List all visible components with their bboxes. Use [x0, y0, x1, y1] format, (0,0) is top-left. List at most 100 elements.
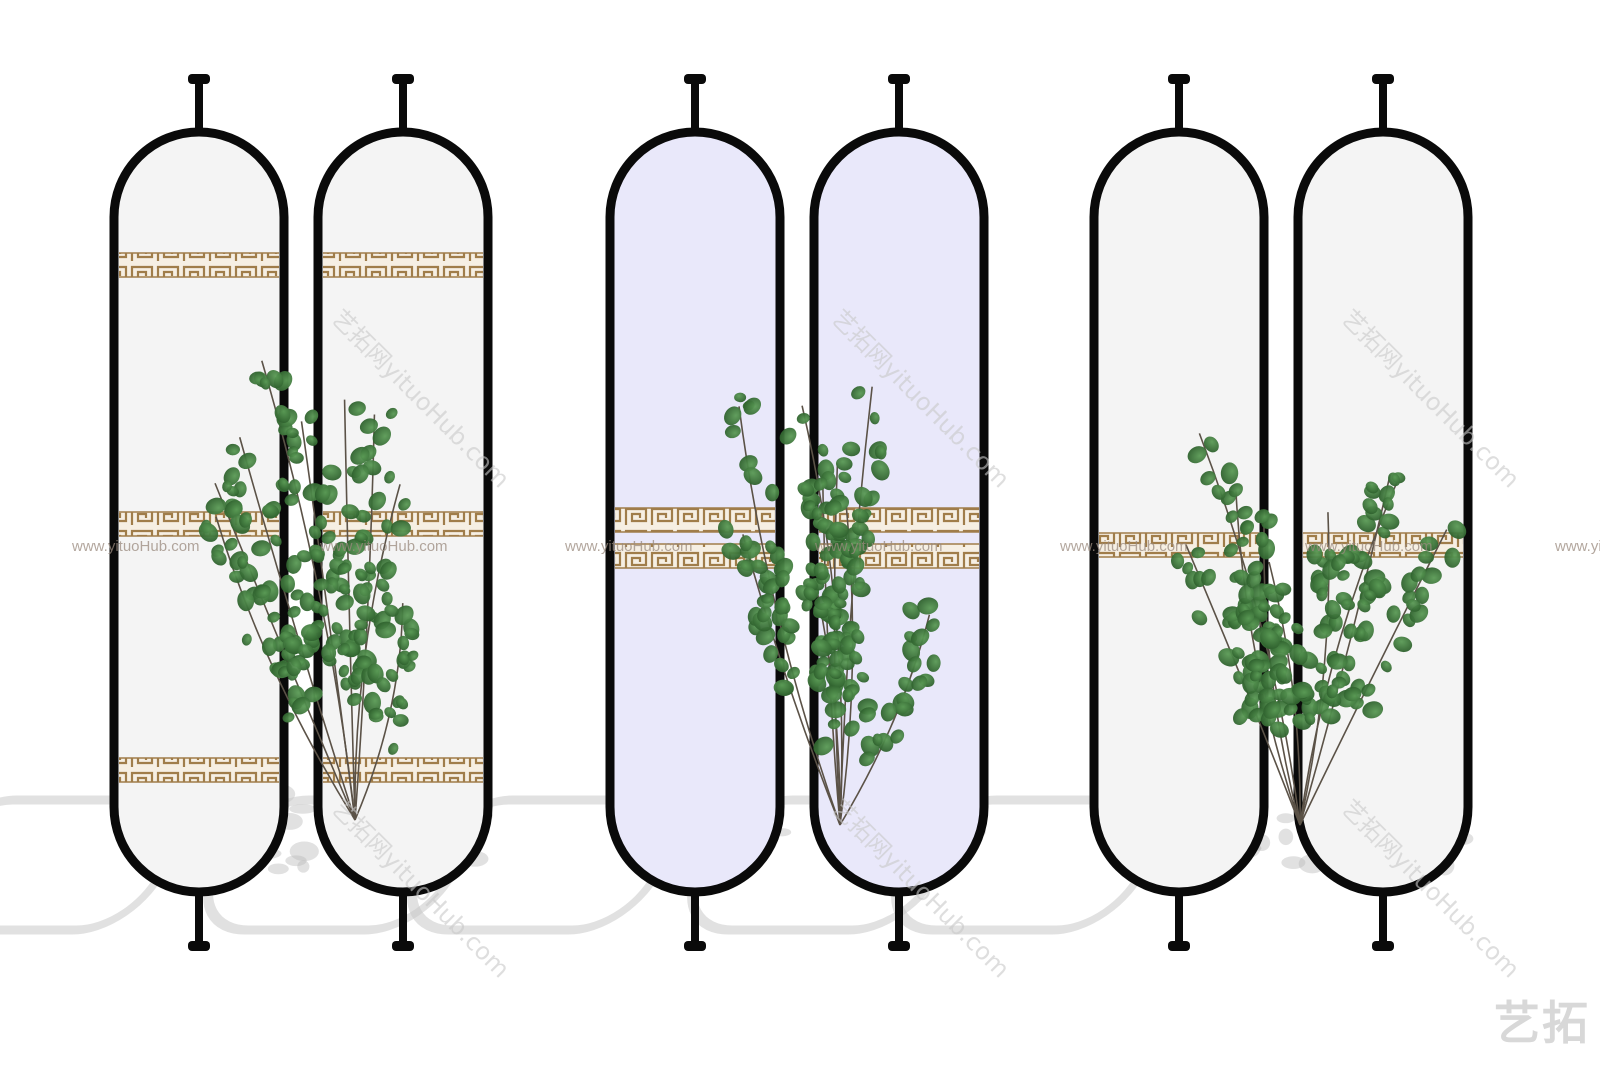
- leaf: [1238, 584, 1255, 605]
- fret-band: [323, 252, 483, 278]
- leaf: [390, 520, 411, 537]
- leaf: [322, 464, 342, 481]
- leaf: [1447, 520, 1467, 539]
- leaf: [803, 500, 816, 512]
- branch: [742, 534, 841, 826]
- leaf: [385, 669, 399, 682]
- leaf: [300, 624, 323, 642]
- leaf: [1365, 481, 1379, 494]
- leaf: [1228, 483, 1243, 498]
- leaf: [297, 644, 315, 659]
- fret-band: [819, 507, 979, 533]
- leaf: [1233, 708, 1249, 726]
- leaf: [1382, 497, 1394, 511]
- leaf: [314, 484, 331, 503]
- leaf: [318, 604, 329, 617]
- leaf: [1313, 623, 1333, 639]
- leaf: [821, 685, 843, 704]
- leaf: [325, 577, 339, 594]
- leaf: [251, 540, 271, 557]
- leaf: [1283, 703, 1298, 716]
- leaf: [350, 446, 370, 465]
- leaf: [773, 679, 794, 697]
- leaf: [1254, 509, 1270, 524]
- leaf: [835, 457, 853, 471]
- leaf: [880, 702, 897, 722]
- leaf: [345, 538, 366, 555]
- leaf: [1340, 598, 1355, 611]
- leaf: [890, 729, 905, 744]
- leaf: [1357, 599, 1371, 613]
- leaf: [1200, 471, 1216, 486]
- leaf-shadow: [289, 841, 319, 862]
- leaf: [385, 407, 398, 420]
- leaf: [1278, 612, 1291, 625]
- plant-right: [1171, 433, 1467, 826]
- leaf: [834, 598, 847, 609]
- leaf: [824, 701, 847, 719]
- leaf: [222, 480, 232, 493]
- leaf: [926, 654, 941, 672]
- leaf: [1415, 586, 1430, 605]
- leaf: [1233, 671, 1245, 685]
- leaf: [355, 509, 371, 523]
- leaf: [211, 549, 227, 566]
- leaf: [286, 657, 302, 677]
- leaf: [743, 467, 763, 485]
- leaf: [372, 426, 392, 446]
- leaf: [1236, 536, 1249, 547]
- leaf: [895, 701, 914, 717]
- leaf: [1171, 552, 1185, 570]
- leaf: [1246, 571, 1262, 589]
- leaf: [375, 621, 397, 639]
- leaf: [721, 542, 742, 560]
- leaf: [811, 507, 822, 521]
- bottom-rod: [195, 890, 203, 942]
- leaf: [354, 655, 372, 669]
- leaf: [765, 483, 780, 502]
- watermark-line: www.yituoHub.com: [1305, 538, 1433, 555]
- leaf: [1211, 484, 1226, 500]
- leaf: [397, 652, 409, 666]
- leaf: [348, 401, 366, 416]
- leaf: [290, 589, 304, 601]
- leaf: [321, 643, 337, 663]
- leaf: [364, 561, 377, 575]
- leaf: [861, 530, 875, 547]
- leaf: [871, 460, 890, 481]
- leaf: [851, 629, 865, 645]
- leaf: [851, 508, 870, 524]
- leaf: [1187, 446, 1207, 464]
- bottom-cap: [392, 941, 414, 951]
- top-rod: [195, 82, 203, 134]
- fret-band: [119, 757, 279, 783]
- branch: [1299, 474, 1391, 826]
- leaf: [1182, 562, 1194, 575]
- leaf: [1225, 510, 1238, 524]
- leaf-shadow: [297, 860, 310, 873]
- leaf: [842, 688, 854, 703]
- leaf: [205, 497, 226, 515]
- leaf: [1203, 436, 1219, 453]
- leaf: [1386, 605, 1401, 623]
- leaf: [828, 521, 849, 538]
- leaf: [839, 658, 855, 671]
- bottom-cap: [188, 941, 210, 951]
- leaf: [267, 611, 281, 623]
- branch: [343, 399, 356, 821]
- leaf: [270, 534, 282, 547]
- leaf: [1289, 643, 1308, 665]
- leaf: [813, 477, 828, 491]
- branch-plants: [198, 360, 1467, 826]
- top-cap: [888, 74, 910, 84]
- leaf: [347, 693, 362, 706]
- leaf: [333, 541, 348, 557]
- leaf: [787, 666, 800, 680]
- leaf: [1292, 681, 1313, 699]
- leaf: [225, 443, 241, 456]
- leaf: [289, 452, 304, 464]
- leaf: [1231, 647, 1245, 659]
- leaf: [392, 714, 409, 727]
- leaf: [1378, 485, 1395, 503]
- fret-band: [119, 511, 279, 537]
